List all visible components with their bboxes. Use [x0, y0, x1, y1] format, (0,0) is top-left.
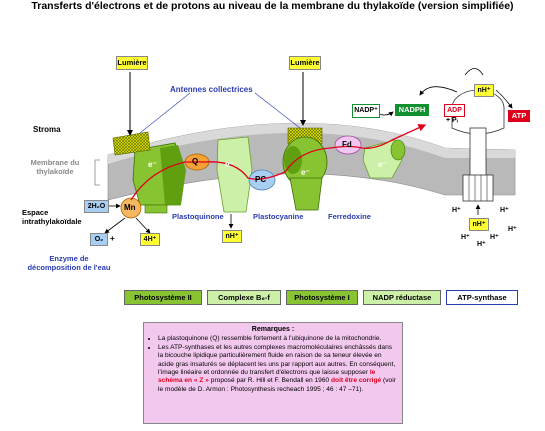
legend-b6f-complex: Complexe B₆-f: [207, 290, 281, 305]
electron-label: e⁻: [301, 168, 310, 177]
oxygen-molecule: O₂: [90, 233, 108, 246]
plastocyanine-carrier[interactable]: [248, 169, 276, 191]
remarks-title: Remarques :: [251, 326, 295, 333]
protons-4h: 4H⁺: [140, 233, 160, 246]
nadp-plus: NADP⁺: [352, 104, 380, 118]
manganese-cluster[interactable]: [120, 197, 142, 219]
light-label-left: Lumière: [116, 56, 148, 70]
stroma-label: Stroma: [33, 125, 61, 134]
proton-label: H⁺: [508, 226, 517, 233]
atp: ATP: [508, 110, 530, 122]
legend-nadp-reductase: NADP réductase: [363, 290, 441, 305]
proton-label: H⁺: [461, 234, 470, 241]
adp: ADP: [444, 104, 465, 117]
remark-item: Les ATP-synthases et les autres complexe…: [158, 344, 396, 394]
electron-label: e⁻: [148, 160, 157, 169]
electron-label: e⁻: [225, 160, 234, 169]
electron-label: e⁻: [378, 160, 387, 169]
plus-sign: +: [110, 234, 115, 243]
remarks-box: Remarques : La plastoquinone (Q) ressemb…: [143, 322, 403, 424]
proton-label: H⁺: [490, 234, 499, 241]
nadph: NADPH: [395, 104, 429, 116]
protons-stroma-atp: nH⁺: [474, 84, 494, 97]
cytochrome-b6f-complex[interactable]: [216, 136, 253, 213]
membrane-label: Membrane du thylakoïde: [30, 158, 80, 176]
protons-lumen: nH⁺: [222, 230, 242, 243]
protons-lumen-atp: nH⁺: [469, 218, 489, 231]
legend-atp-synthase: ATP-synthase: [446, 290, 518, 305]
legend-photosystem-i: Photosystème I: [286, 290, 358, 305]
light-label-right: Lumière: [289, 56, 321, 70]
proton-label: H⁺: [477, 241, 486, 248]
mn-symbol: Mn: [124, 203, 136, 212]
fd-symbol: Fd: [342, 140, 352, 149]
proton-label: H⁺: [500, 207, 509, 214]
electron-transport-path: [130, 124, 427, 201]
antennas-label: Antennes collectrices: [170, 85, 253, 94]
water-molecule: 2H₂O: [84, 200, 109, 213]
plastoquinone-label: Plastoquinone: [172, 212, 224, 221]
ferredoxine-carrier[interactable]: [334, 135, 362, 155]
atp-synthase[interactable]: [451, 89, 505, 202]
remark-item: La plastoquinone (Q) ressemble fortement…: [158, 335, 396, 343]
nadp-reductase[interactable]: [362, 139, 406, 179]
legend-photosystem-ii: Photosystème II: [124, 290, 202, 305]
water-enzyme-label: Enzyme de décomposition de l'eau: [27, 254, 111, 272]
photosystem-ii[interactable]: [132, 142, 186, 214]
phosphate: + Pᵢ: [446, 117, 458, 124]
proton-label: H⁺: [452, 207, 461, 214]
plastocyanine-label: Plastocyanine: [253, 212, 304, 221]
ferredoxine-label: Ferredoxine: [328, 212, 371, 221]
lumen-label: Espace intrathylakoïdale: [22, 208, 82, 226]
pc-symbol: PC: [255, 175, 267, 184]
antenna-left: [112, 131, 151, 156]
photosystem-i[interactable]: [282, 136, 328, 211]
diagram-title: Transferts d'électrons et de protons au …: [31, 0, 514, 12]
q-symbol: Q: [192, 157, 199, 166]
